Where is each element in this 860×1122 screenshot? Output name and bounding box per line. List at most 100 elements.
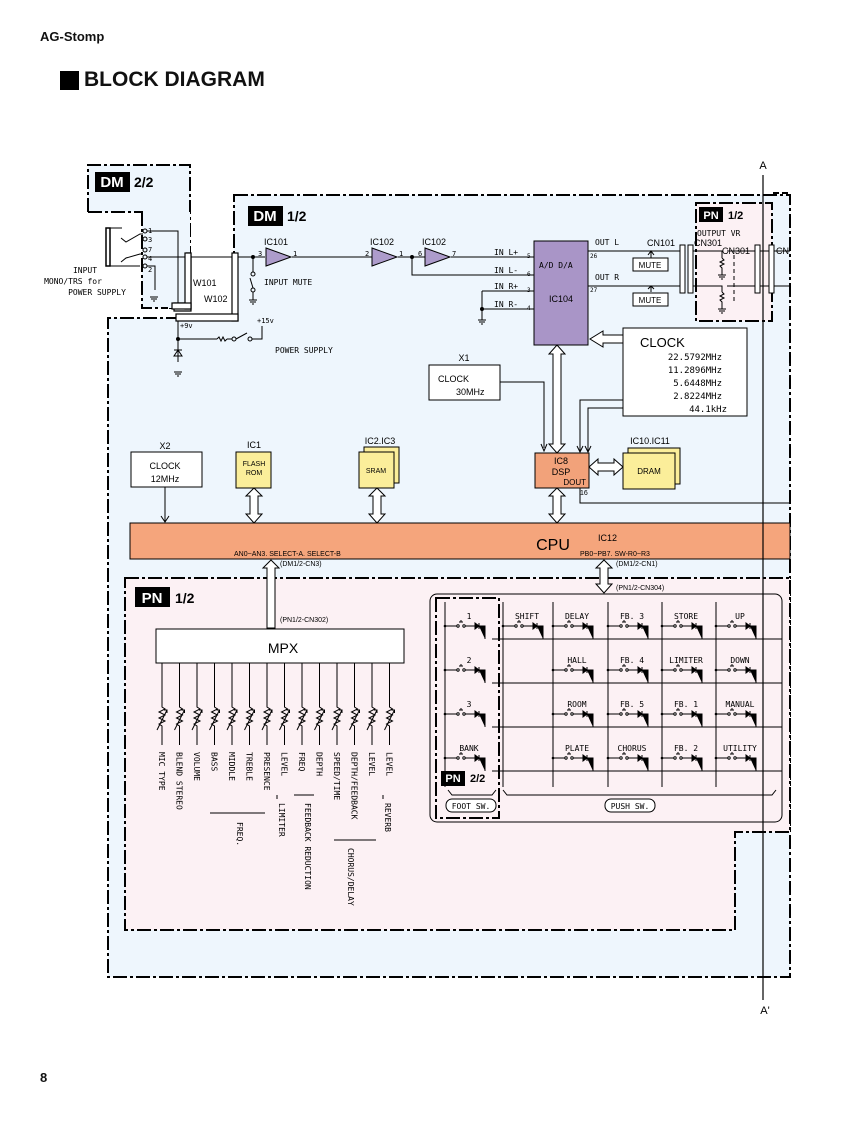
group-label-limiter: LIMITER	[277, 803, 286, 837]
switch-label: 3	[467, 700, 472, 709]
switch-label: DELAY	[565, 612, 589, 621]
switch-contact	[462, 756, 466, 760]
junction-dot	[443, 624, 447, 628]
group-label-chorus-delay: CHORUS/DELAY	[346, 848, 355, 906]
page-number: 8	[40, 1070, 48, 1085]
codec-ic104	[533, 240, 589, 346]
sram-label: SRAM	[366, 468, 386, 475]
amp-ref: IC101	[264, 237, 288, 247]
switch-contact	[570, 712, 574, 716]
switch-label: UTILITY	[723, 744, 757, 753]
switch-label: 1	[467, 612, 472, 621]
switch-diode-icon	[445, 752, 486, 771]
switch-contact	[733, 712, 737, 716]
pot-label: BASS	[210, 752, 219, 771]
potentiometer-icon	[244, 663, 255, 745]
ground-icon	[150, 296, 158, 302]
cn301-label-b: CN301	[722, 246, 750, 256]
switch-diode-icon	[662, 664, 703, 683]
jack-pin-label: 1	[148, 227, 152, 235]
amp-pin: 7	[452, 250, 456, 258]
push-switch: FB. 3	[606, 612, 649, 639]
junction-dot	[714, 756, 718, 760]
switch-contact	[570, 624, 574, 628]
cpu-ref: IC12	[598, 533, 617, 543]
switch-contact	[679, 668, 683, 672]
out-r-pin: 27	[590, 287, 598, 294]
potentiometer-icon	[261, 663, 273, 745]
dsp-ref: IC8	[554, 456, 568, 466]
connector-cn301	[754, 244, 775, 294]
cpu-right-conn: (DM1/2-CN1)	[616, 561, 658, 568]
switch-label: FB. 1	[674, 700, 698, 709]
codec-input-pin: 3	[527, 287, 531, 294]
switch-contact	[619, 668, 623, 672]
mute-r: MUTE	[632, 292, 669, 307]
mpx-block: MPX	[155, 628, 405, 664]
switch-label: 2	[467, 656, 472, 665]
switch-diode-icon	[716, 752, 757, 771]
pn22-part: 2/2	[470, 773, 485, 785]
codec-input-label: IN R+	[494, 282, 518, 291]
dm22-jack-area	[142, 212, 190, 308]
codec-input-label: IN R-	[494, 300, 518, 309]
junction-dot	[551, 756, 555, 760]
switch-contact	[619, 624, 623, 628]
codec-input-pin: 6	[527, 271, 531, 278]
flash-rom-ic1: IC1 FLASH ROM	[235, 440, 272, 489]
pn12-part: 1/2	[175, 590, 195, 606]
switch-label: PLATE	[565, 744, 589, 753]
input-jack-pins: 1 3 7 4 2	[148, 227, 152, 274]
pot-label: LEVEL	[280, 752, 289, 776]
potentiometer-icon	[296, 663, 308, 745]
cut-area-right	[791, 150, 860, 1020]
x1-line1: CLOCK	[438, 374, 469, 384]
dram-ref: IC10.IC11	[630, 436, 670, 446]
x2-line2: 12MHz	[151, 474, 180, 484]
w102-label: W102	[204, 294, 228, 304]
switch-contact	[462, 668, 466, 672]
push-switch: SHIFT	[501, 612, 544, 639]
switch-contact	[625, 712, 629, 716]
switch-diode-icon	[608, 708, 649, 727]
switch-contact	[679, 756, 683, 760]
signal-line-input	[238, 255, 534, 325]
clock-freq: 22.5792MHz	[668, 353, 722, 363]
potentiometer-icon	[349, 663, 360, 745]
clock-freq: 11.2896MHz	[668, 366, 722, 376]
switch-label: SHIFT	[515, 612, 539, 621]
potentiometer-icon	[209, 663, 220, 745]
title-square-icon	[60, 70, 79, 90]
switch-label: FB. 4	[620, 656, 644, 665]
amp-pin: 1	[293, 250, 297, 258]
switch-conn: (PN1/2-CN304)	[616, 585, 664, 592]
jack-pin-label: 4	[148, 255, 152, 263]
switch-label: FB. 3	[620, 612, 644, 621]
mpx-conn: (PN1/2-CN302)	[280, 617, 328, 624]
switch-group-labels	[445, 789, 777, 813]
pot-label: TREBLE	[245, 752, 254, 781]
x1-line2: 30MHz	[456, 387, 485, 397]
switch-contact	[456, 624, 460, 628]
amp-pin: 6	[418, 250, 422, 258]
switch-diode-icon	[553, 752, 594, 771]
flash-line2: ROM	[246, 470, 263, 477]
switch-diode-icon	[553, 708, 594, 727]
flash-line1: FLASH	[243, 461, 266, 468]
mute-label: MUTE	[639, 296, 662, 305]
dm22-tag: DM 2/2	[95, 172, 154, 192]
push-sw-label: PUSH SW.	[611, 802, 650, 811]
clock-main-box: CLOCK 22.5792MHz 11.2896MHz 5.6448MHz 2.…	[622, 327, 748, 417]
amp-ic102b	[424, 247, 452, 267]
switch-contact	[679, 712, 683, 716]
push-switch: DOWN	[714, 656, 757, 683]
pot-label: MIDDLE	[227, 752, 236, 781]
jack-pin-label: 7	[148, 246, 152, 254]
power-supply-label: POWER SUPPLY	[275, 346, 333, 355]
potentiometer-icon	[331, 663, 343, 745]
cut-mark-top: A	[759, 160, 767, 172]
pot-label: DEPTH	[315, 752, 324, 776]
dsp-dout: DOUT	[563, 478, 586, 487]
group-label-reverb: REVERB	[383, 803, 392, 832]
pn12-output-part: 1/2	[728, 210, 743, 222]
